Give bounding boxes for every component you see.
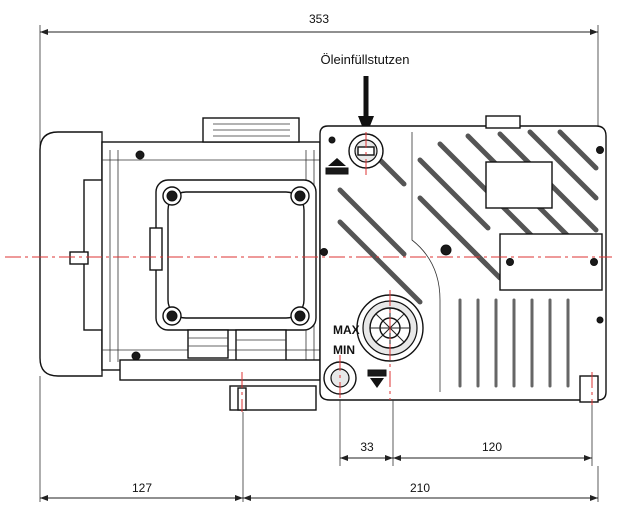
dimension-lower-offsets: 33 120 [339,400,593,466]
centerlines [5,132,612,412]
oil-filler-callout: Öleinfüllstutzen [321,52,410,136]
dimension-127-label: 127 [132,481,152,495]
dimension-bottom: 127 210 [39,376,599,502]
dimension-210-label: 210 [410,481,430,495]
pump-nameplate [499,233,603,291]
oil-filler-label: Öleinfüllstutzen [321,52,410,67]
oil-level-min-label: MIN [333,343,355,357]
dimension-overall-label: 353 [309,12,329,26]
base-foot [229,375,599,411]
dimension-120-label: 120 [482,440,502,454]
dimension-33-label: 33 [360,440,374,454]
oil-level-max-label: MAX [333,323,360,337]
oil-filler-plug [325,133,384,175]
pump-plate-upper [485,161,553,209]
terminal-box [149,179,317,331]
motor-top-plate [202,117,300,143]
cable-glands [119,329,321,381]
